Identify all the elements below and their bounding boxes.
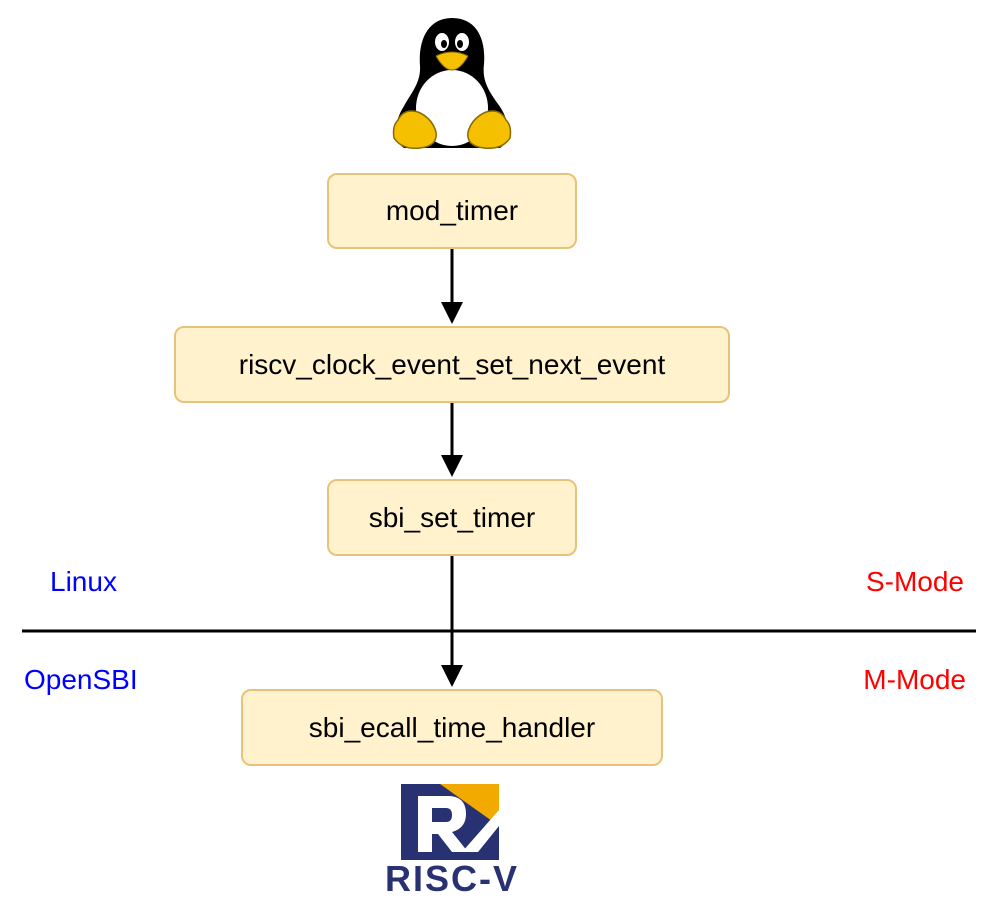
riscv-wordmark: RISC-V bbox=[384, 858, 519, 899]
arrow-sbi-set-timer-to-ecall bbox=[441, 556, 463, 687]
label-opensbi: OpenSBI bbox=[24, 664, 138, 695]
node-mod-timer: mod_timer bbox=[327, 173, 577, 249]
node-sbi-ecall-time-handler: sbi_ecall_time_handler bbox=[241, 689, 663, 766]
label-m-mode: M-Mode bbox=[863, 664, 966, 695]
arrow-mod-to-set-next bbox=[441, 249, 463, 324]
node-riscv-clock-event-set-next-event: riscv_clock_event_set_next_event bbox=[174, 326, 730, 403]
node-sbi-set-timer: sbi_set_timer bbox=[327, 479, 577, 556]
label-s-mode: S-Mode bbox=[865, 566, 964, 597]
arrow-set-next-to-sbi-set-timer bbox=[441, 403, 463, 477]
label-linux: Linux bbox=[50, 566, 117, 597]
